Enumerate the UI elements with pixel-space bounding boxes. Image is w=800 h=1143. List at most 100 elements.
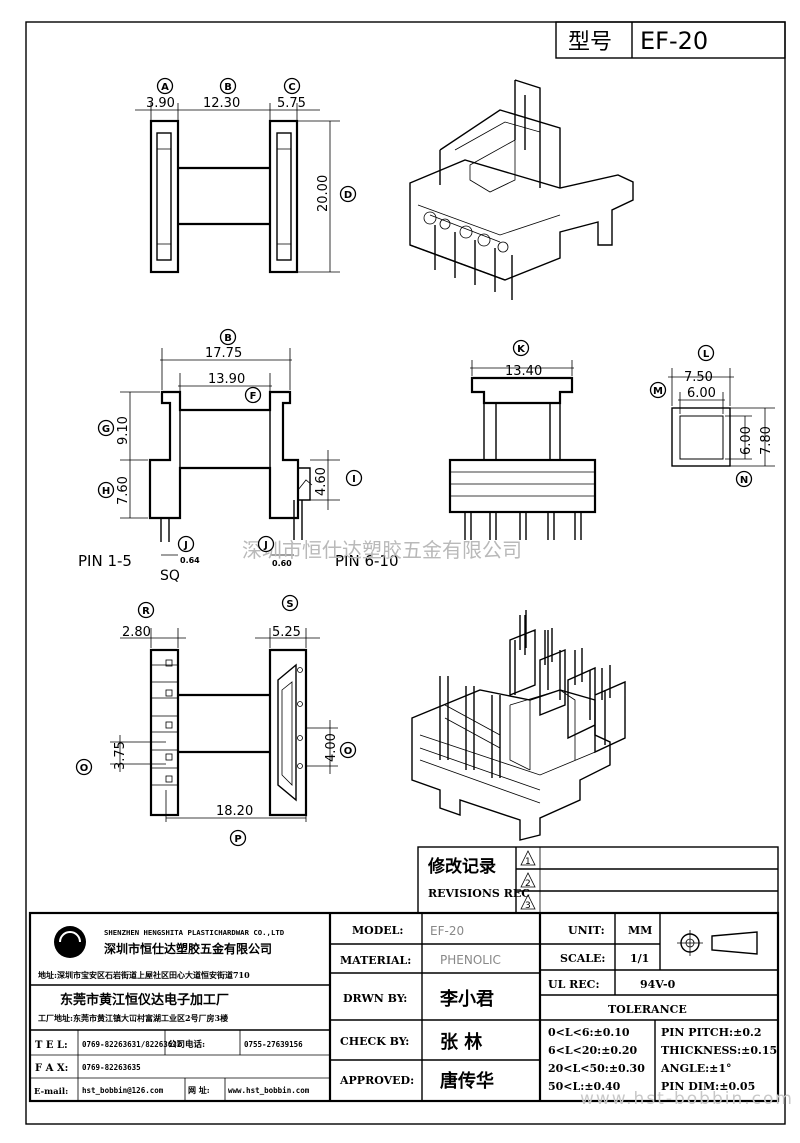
drawn-label: DRWN BY: xyxy=(343,992,407,1005)
approved-value: 唐传华 xyxy=(440,1070,494,1092)
pin-right-label: PIN 6-10 xyxy=(335,552,399,570)
isometric-view-top xyxy=(409,79,634,300)
callout-letter-b: B xyxy=(224,82,232,93)
footer-watermark: www.hst-bobbin.com xyxy=(580,1089,794,1109)
section-view: 7.50 6.00 6.00 7.80 xyxy=(668,368,775,467)
model-value: EF-20 xyxy=(430,924,464,938)
tol-3: 20<L<50:±0.30 xyxy=(548,1062,645,1075)
fax-label: F A X: xyxy=(35,1063,68,1074)
callout-bubble-m xyxy=(649,381,667,399)
rev-mark-3: 3 xyxy=(525,901,531,911)
callout-bubble-j xyxy=(257,535,275,553)
scale-label: SCALE: xyxy=(560,952,605,965)
tol2-2: THICKNESS:±0.15 xyxy=(661,1044,777,1057)
unit-label: UNIT: xyxy=(568,924,605,937)
co-tel-label: 公司电话: xyxy=(168,1039,205,1050)
dim-F: 13.90 xyxy=(208,372,245,387)
ul-value: 94V-0 xyxy=(640,978,676,991)
dim-O-left: 3.75 xyxy=(113,741,128,770)
email-value: hst_bobbin@126.com xyxy=(82,1086,164,1095)
callout-bubble-s xyxy=(281,594,299,612)
callout-letter-a: A xyxy=(161,82,169,93)
revisions-title-cn: 修改记录 xyxy=(427,856,496,877)
callout-bubble-j xyxy=(177,535,195,553)
dim-B-top: 12.30 xyxy=(203,96,240,111)
material-value: PHENOLIC xyxy=(440,953,501,967)
tol-4: 50<L:±0.40 xyxy=(548,1080,621,1093)
company-name-en: SHENZHEN HENGSHITA PLASTICHARDWAR CO.,LT… xyxy=(104,928,285,937)
drawing-border xyxy=(25,21,786,1125)
callout-bubble-n xyxy=(735,470,753,488)
web-label: 网 址: xyxy=(188,1085,210,1095)
rev-mark-1: 1 xyxy=(525,857,531,867)
callout-letter-f: F xyxy=(250,391,257,402)
dim-R: 2.80 xyxy=(122,625,151,640)
rev-mark-2: 2 xyxy=(525,879,531,889)
company-name-cn: 深圳市恒仕达塑胶五金有限公司 xyxy=(104,941,272,956)
sq-label: SQ xyxy=(160,568,180,584)
dim-H: 7.60 xyxy=(116,476,131,505)
pin-left-label: PIN 1-5 xyxy=(78,552,132,570)
dim-C: 5.75 xyxy=(277,96,306,111)
factory-name: 东莞市黄江恒仪达电子加工厂 xyxy=(60,992,229,1008)
check-label: CHECK BY: xyxy=(340,1035,409,1048)
callout-bubble-f xyxy=(244,386,262,404)
type-header: 型号 EF-20 xyxy=(555,21,786,59)
callout-bubble-a xyxy=(156,77,174,95)
check-value: 张 林 xyxy=(440,1031,482,1053)
center-watermark: 深圳市恒仕达塑胶五金有限公司 xyxy=(242,538,522,562)
tolerance-label: TOLERANCE xyxy=(608,1003,687,1016)
tel-value: 0769-82263631/82263632 xyxy=(82,1040,181,1049)
drawn-value: 李小君 xyxy=(439,989,494,1010)
tol2-4: PIN DIM:±0.05 xyxy=(661,1080,755,1093)
callout-letter-j: J xyxy=(263,540,268,551)
tel-label: T E L: xyxy=(35,1040,68,1051)
dim-D: 20.00 xyxy=(316,175,331,212)
callout-letter-j: J xyxy=(183,540,188,551)
callout-bubble-k xyxy=(512,339,530,357)
revisions-title-en: REVISIONS REC xyxy=(428,887,530,900)
fax-value: 0769-82263635 xyxy=(82,1063,141,1072)
callout-letter-n: N xyxy=(740,475,748,486)
callout-letter-i: I xyxy=(352,474,356,485)
tol-2: 6<L<20:±0.20 xyxy=(548,1044,638,1057)
callout-letter-h: H xyxy=(102,486,110,497)
callout-bubble-i xyxy=(345,469,363,487)
callout-bubble-o xyxy=(75,758,93,776)
callout-bubble-g xyxy=(97,419,115,437)
dim-K: 13.40 xyxy=(505,364,542,379)
dim-L-inner: 6.00 xyxy=(687,386,716,401)
callout-bubble-o xyxy=(339,741,357,759)
email-label: E-mail: xyxy=(34,1087,68,1097)
type-label: 型号 xyxy=(568,30,612,55)
model-label: MODEL: xyxy=(352,924,403,937)
callout-bubble-b xyxy=(219,328,237,346)
callout-letter-s: S xyxy=(286,599,293,610)
callout-bubble-b xyxy=(219,77,237,95)
callout-letter-c: C xyxy=(288,82,295,93)
dim-J2: 0.60 xyxy=(272,559,292,568)
callout-letter-k: K xyxy=(517,344,526,355)
callout-letter-d: D xyxy=(344,190,352,201)
dim-P: 18.20 xyxy=(216,804,253,819)
title-block: SHENZHEN HENGSHITA PLASTICHARDWAR CO.,LT… xyxy=(28,911,794,1109)
unit-value: MM xyxy=(628,924,652,937)
front-view: 17.75 13.90 9.10 7.60 4.60 0.64 0.60 PIN… xyxy=(78,346,399,584)
dim-J: 0.64 xyxy=(180,556,200,565)
web-value: www.hst_bobbin.com xyxy=(228,1086,310,1095)
tol-1: 0<L<6:±0.10 xyxy=(548,1026,630,1039)
dim-S: 5.25 xyxy=(272,625,301,640)
callout-letter-r: R xyxy=(142,606,150,617)
ul-label: UL REC: xyxy=(548,978,600,991)
dim-O-right: 4.00 xyxy=(324,733,339,762)
callout-bubble-l xyxy=(697,344,715,362)
callout-letter-l: L xyxy=(703,349,710,360)
co-tel-value: 0755-27639156 xyxy=(244,1040,303,1049)
projection-symbol-icon xyxy=(677,930,758,956)
type-value: EF-20 xyxy=(640,27,708,55)
callout-letter-m: M xyxy=(653,386,663,397)
tol2-1: PIN PITCH:±0.2 xyxy=(661,1026,761,1039)
dim-N-outer: 7.80 xyxy=(759,426,774,455)
